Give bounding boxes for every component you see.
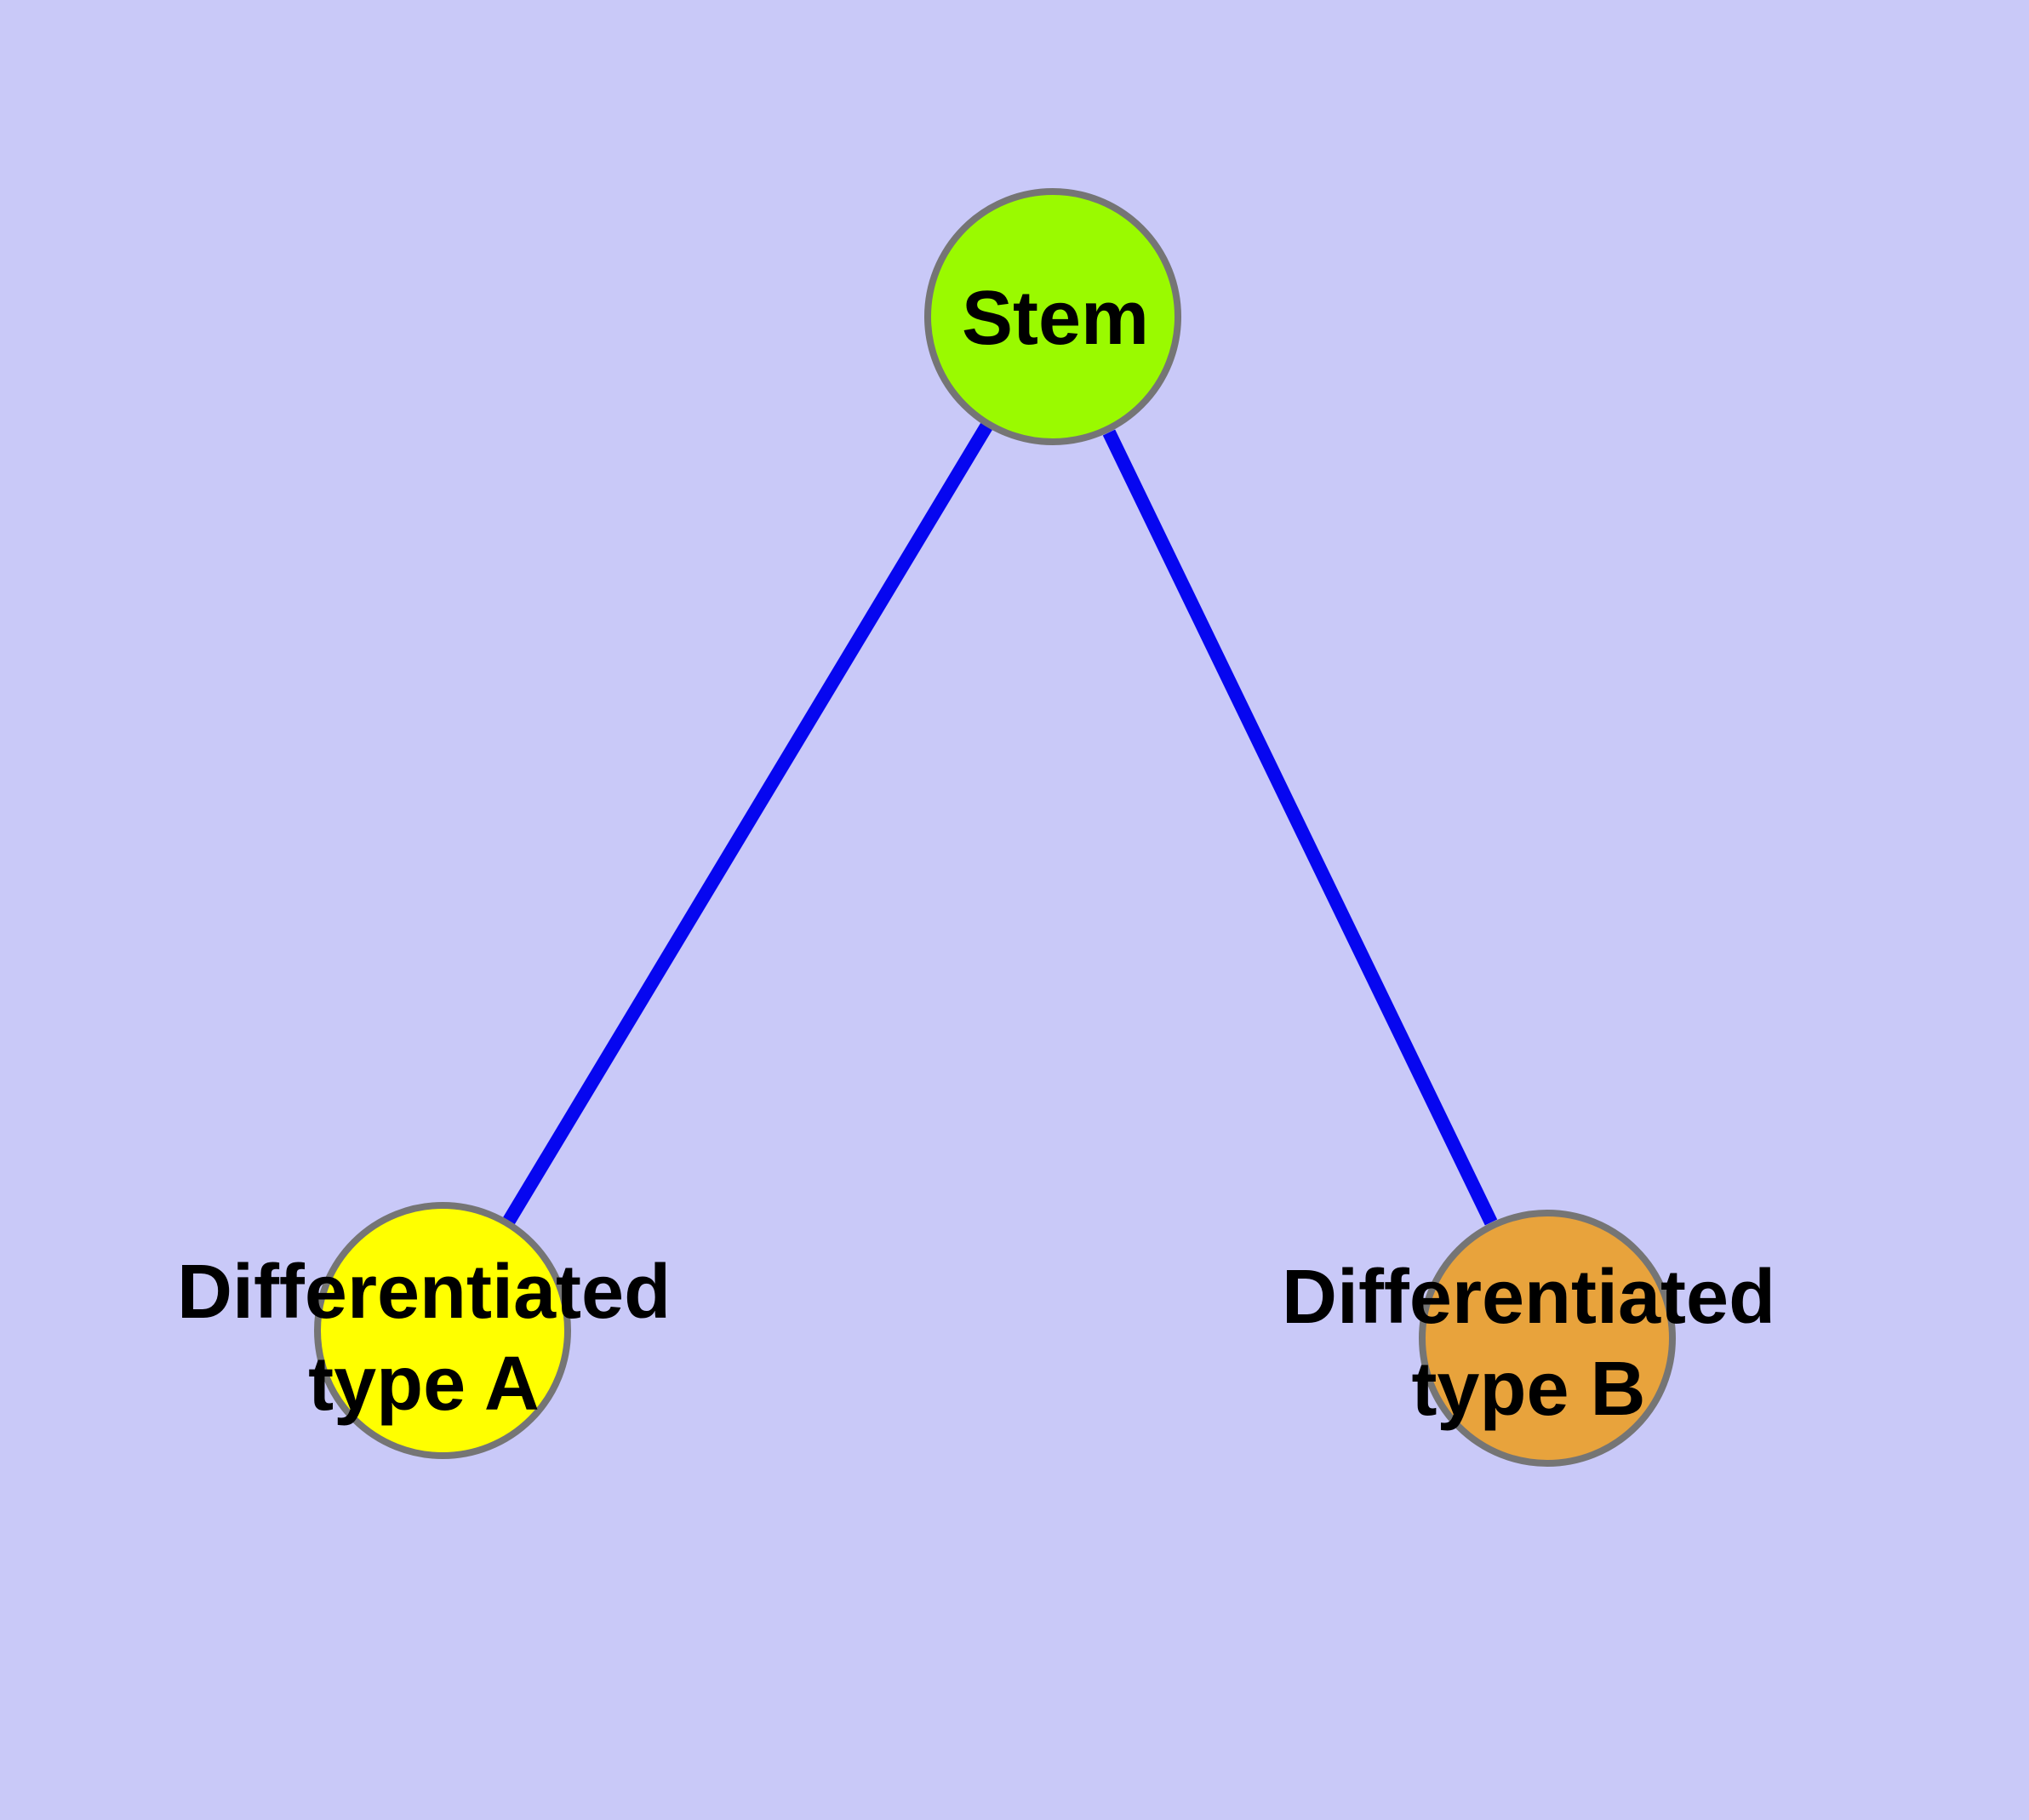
node-differentiated-type-a-label: Differentiated type A <box>176 1250 672 1427</box>
edge-stem-to-type-b <box>1102 429 1498 1226</box>
node-differentiated-type-a <box>314 1202 571 1459</box>
node-differentiated-type-b <box>1419 1210 1676 1467</box>
node-differentiated-type-b-label: Differentiated type B <box>1281 1255 1776 1432</box>
node-stem-label: Stem <box>961 276 1150 361</box>
node-stem <box>924 188 1181 445</box>
edge-stem-to-type-a <box>503 422 992 1225</box>
